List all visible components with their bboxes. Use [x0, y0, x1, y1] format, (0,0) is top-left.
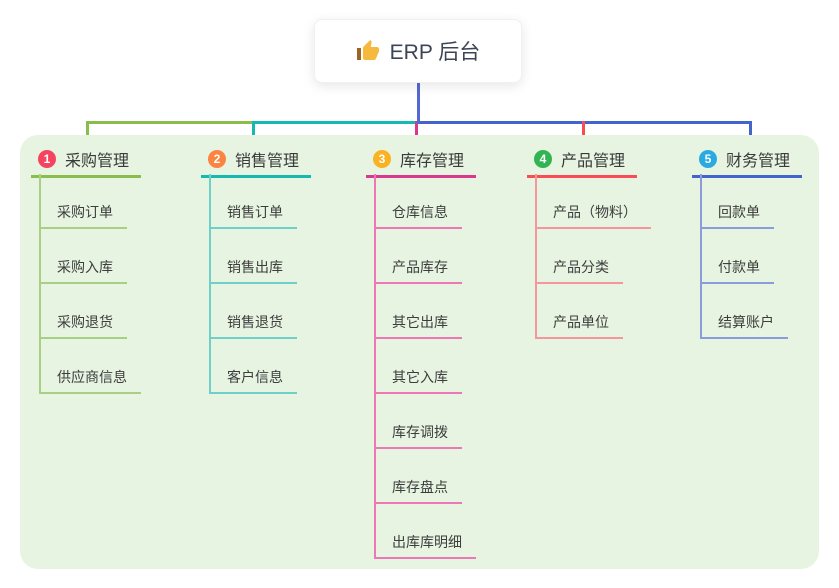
child-node[interactable]: 其它入库: [376, 339, 476, 394]
child-node-label: 出库库明细: [376, 533, 476, 559]
branch-label: 财务管理: [726, 153, 791, 170]
bus-segment-left: [86, 121, 255, 124]
child-node-label: 供应商信息: [41, 368, 141, 394]
child-node[interactable]: 付款单: [702, 229, 788, 284]
branch-badge: 5: [699, 150, 717, 168]
child-node-label: 其它出库: [376, 313, 462, 339]
branch-header-4[interactable]: 4 产品管理: [527, 147, 638, 178]
child-node-label: 客户信息: [211, 368, 297, 394]
branch-header-1[interactable]: 1 采购管理: [31, 147, 142, 178]
child-node[interactable]: 回款单: [702, 174, 788, 229]
child-node[interactable]: 仓库信息: [376, 174, 476, 229]
child-node[interactable]: 产品单位: [537, 284, 651, 339]
child-node[interactable]: 销售订单: [211, 174, 297, 229]
child-node[interactable]: 采购入库: [41, 229, 141, 284]
child-node[interactable]: 客户信息: [211, 339, 297, 394]
branch-children-3: 仓库信息产品库存其它出库其它入库库存调拨库存盘点出库库明细: [374, 174, 476, 559]
branch-badge: 4: [534, 150, 552, 168]
child-node[interactable]: 采购退货: [41, 284, 141, 339]
bus-segment-center: [252, 121, 420, 124]
child-node[interactable]: 采购订单: [41, 174, 141, 229]
child-node-label: 产品分类: [537, 258, 623, 284]
child-node-label: 销售订单: [211, 203, 297, 229]
branch-badge: 1: [38, 150, 56, 168]
branch-badge: 2: [208, 150, 226, 168]
child-node[interactable]: 产品分类: [537, 229, 651, 284]
branch-label: 库存管理: [400, 153, 465, 170]
branch-header-2[interactable]: 2 销售管理: [201, 147, 312, 178]
child-node-label: 采购入库: [41, 258, 127, 284]
child-node-label: 产品库存: [376, 258, 462, 284]
child-node[interactable]: 产品（物料）: [537, 174, 651, 229]
child-node-label: 其它入库: [376, 368, 462, 394]
child-node-label: 回款单: [702, 203, 774, 229]
child-node-label: 库存调拨: [376, 423, 462, 449]
child-node[interactable]: 结算账户: [702, 284, 788, 339]
root-node[interactable]: ERP 后台: [314, 19, 522, 83]
child-node[interactable]: 出库库明细: [376, 504, 476, 559]
root-connector: [417, 83, 420, 124]
branches-panel: [20, 135, 819, 569]
branch-label: 采购管理: [65, 153, 130, 170]
child-node-label: 采购订单: [41, 203, 127, 229]
child-node-label: 销售出库: [211, 258, 297, 284]
child-node-label: 库存盘点: [376, 478, 462, 504]
child-node[interactable]: 产品库存: [376, 229, 476, 284]
child-node-label: 产品单位: [537, 313, 623, 339]
branch-label: 销售管理: [235, 153, 300, 170]
child-node[interactable]: 库存调拨: [376, 394, 476, 449]
branch-children-2: 销售订单销售出库销售退货客户信息: [209, 174, 297, 394]
child-node-label: 仓库信息: [376, 203, 462, 229]
branch-header-3[interactable]: 3 库存管理: [366, 147, 477, 178]
child-node[interactable]: 供应商信息: [41, 339, 141, 394]
branch-children-4: 产品（物料） 产品分类产品单位: [535, 174, 651, 339]
branch-header-5[interactable]: 5 财务管理: [692, 147, 803, 178]
child-node[interactable]: 销售出库: [211, 229, 297, 284]
branch-children-5: 回款单付款单结算账户: [700, 174, 788, 339]
child-node-label: 产品（物料）: [537, 203, 651, 229]
child-node-label: 采购退货: [41, 313, 127, 339]
thumbs-up-icon: [356, 39, 380, 63]
child-node[interactable]: 其它出库: [376, 284, 476, 339]
child-node[interactable]: 销售退货: [211, 284, 297, 339]
child-node-label: 销售退货: [211, 313, 297, 339]
branch-badge: 3: [373, 150, 391, 168]
child-node-label: 结算账户: [702, 313, 788, 339]
branch-children-1: 采购订单采购入库采购退货供应商信息: [39, 174, 141, 394]
child-node[interactable]: 库存盘点: [376, 449, 476, 504]
child-node-label: 付款单: [702, 258, 774, 284]
branch-label: 产品管理: [561, 153, 626, 170]
root-label: ERP 后台: [389, 41, 481, 64]
